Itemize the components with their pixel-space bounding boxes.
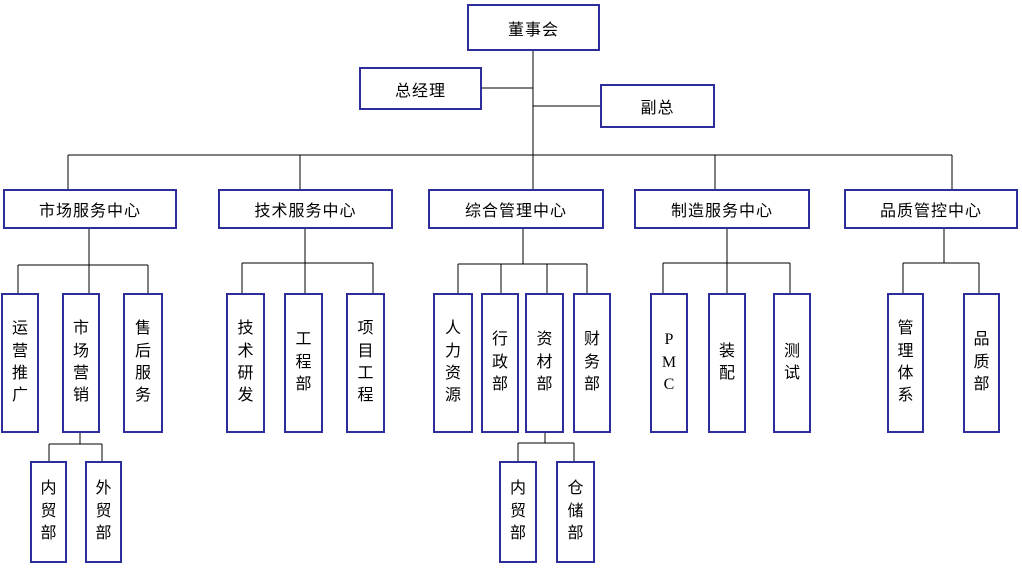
node-dept-technical-rd: 技术研发 bbox=[226, 293, 265, 433]
node-label: 资材部 bbox=[536, 331, 553, 394]
node-subdept-foreign-trade: 外贸部 bbox=[85, 461, 122, 563]
node-dept-marketing: 市场营销 bbox=[62, 293, 100, 433]
node-dept-pmc: PMC bbox=[650, 293, 688, 433]
node-dept-project-engineering: 项目工程 bbox=[346, 293, 385, 433]
node-dept-quality: 品质部 bbox=[963, 293, 1000, 433]
node-label: 技术研发 bbox=[237, 320, 254, 405]
node-dept-engineering: 工程部 bbox=[284, 293, 323, 433]
node-board: 董事会 bbox=[467, 4, 600, 51]
node-dept-finance: 财务部 bbox=[573, 293, 611, 433]
node-label: 市场营销 bbox=[72, 320, 89, 405]
node-dept-testing: 测试 bbox=[773, 293, 811, 433]
node-label: 售后服务 bbox=[134, 320, 151, 405]
node-dept-materials: 资材部 bbox=[525, 293, 564, 433]
node-center-quality-control: 品质管控中心 bbox=[844, 189, 1018, 229]
node-label: 外贸部 bbox=[95, 480, 112, 543]
node-label: PMC bbox=[661, 331, 677, 394]
node-dept-human-resources: 人力资源 bbox=[433, 293, 473, 433]
node-label: 仓储部 bbox=[567, 480, 584, 543]
node-label: 测试 bbox=[783, 342, 800, 382]
node-dept-assembly: 装配 bbox=[708, 293, 746, 433]
node-subdept-domestic-trade-materials: 内贸部 bbox=[499, 461, 537, 563]
node-center-comprehensive-management: 综合管理中心 bbox=[428, 189, 604, 229]
node-center-technical-service: 技术服务中心 bbox=[218, 189, 393, 229]
node-dept-management-system: 管理体系 bbox=[887, 293, 924, 433]
node-subdept-domestic-trade-marketing: 内贸部 bbox=[30, 461, 67, 563]
node-label: 行政部 bbox=[491, 331, 508, 394]
node-label: 工程部 bbox=[295, 331, 312, 394]
node-dept-after-sales-service: 售后服务 bbox=[123, 293, 163, 433]
node-label: 内贸部 bbox=[40, 480, 57, 543]
node-dept-administration: 行政部 bbox=[481, 293, 519, 433]
node-center-manufacturing-service: 制造服务中心 bbox=[634, 189, 810, 229]
node-label: 管理体系 bbox=[897, 320, 914, 405]
node-label: 财务部 bbox=[583, 331, 600, 394]
node-label: 装配 bbox=[718, 342, 735, 382]
node-label: 运营推广 bbox=[11, 320, 28, 405]
node-center-market-service: 市场服务中心 bbox=[3, 189, 177, 229]
node-label: 品质部 bbox=[973, 331, 990, 394]
node-general-manager: 总经理 bbox=[359, 67, 482, 110]
node-deputy-general-manager: 副总 bbox=[600, 84, 715, 128]
node-subdept-warehouse: 仓储部 bbox=[556, 461, 595, 563]
node-label: 项目工程 bbox=[357, 320, 374, 405]
node-label: 内贸部 bbox=[509, 480, 526, 543]
node-label: 人力资源 bbox=[444, 320, 461, 405]
node-dept-operations-promotion: 运营推广 bbox=[1, 293, 39, 433]
